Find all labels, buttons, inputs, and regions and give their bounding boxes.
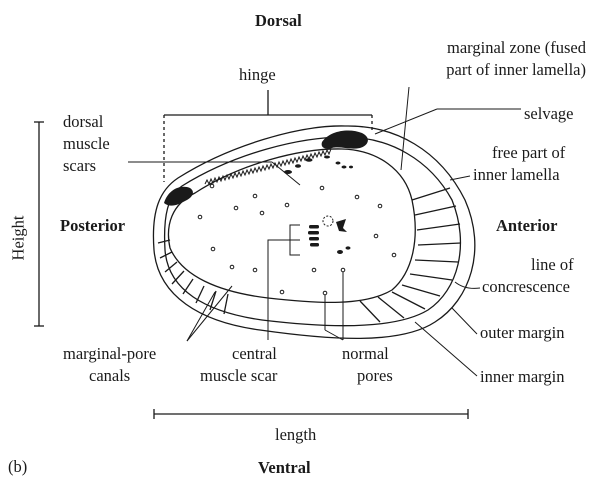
normal-pore [355,195,359,199]
central-scar-mark [309,225,319,229]
normal-pore [323,291,327,295]
normal-pore [378,204,382,208]
normal-pore [211,247,215,251]
normal-pore [253,268,257,272]
frontal-scar-outline [323,216,333,226]
leader-lines [128,87,521,376]
normal-pore [234,206,238,210]
normal-pore [320,186,324,190]
normal-pore [198,215,202,219]
dorsal-muscle-scar [324,156,330,159]
anterior-dark-mark [322,130,368,148]
normal-pore [341,268,345,272]
dorsal-muscle-scar [284,170,292,174]
central-scar-mark [310,243,319,247]
normal-pore [392,253,396,257]
central-scar-mark [336,219,347,232]
central-scar-mark [308,231,319,235]
normal-pore [374,234,378,238]
dorsal-muscle-scar [349,166,353,169]
anterior-pore-canals [360,188,461,322]
normal-pore [210,184,214,188]
normal-pore [285,203,289,207]
central-scar-mark [309,237,319,241]
dorsal-muscle-scar [306,158,313,162]
normal-pore [312,268,316,272]
posterior-dark-mark [164,187,193,206]
normal-pore [253,194,257,198]
dorsal-muscle-scar [295,164,301,168]
dorsal-muscle-scar [336,162,341,165]
normal-pore [230,265,234,269]
height-dimension-line [34,122,44,326]
dorsal-muscle-scar [342,166,347,169]
central-scar-mark [346,246,351,249]
central-scar-mark [337,250,343,254]
normal-pore [260,211,264,215]
posterior-pore-canals [158,240,228,314]
normal-pore [280,290,284,294]
length-dimension-line [154,409,468,419]
